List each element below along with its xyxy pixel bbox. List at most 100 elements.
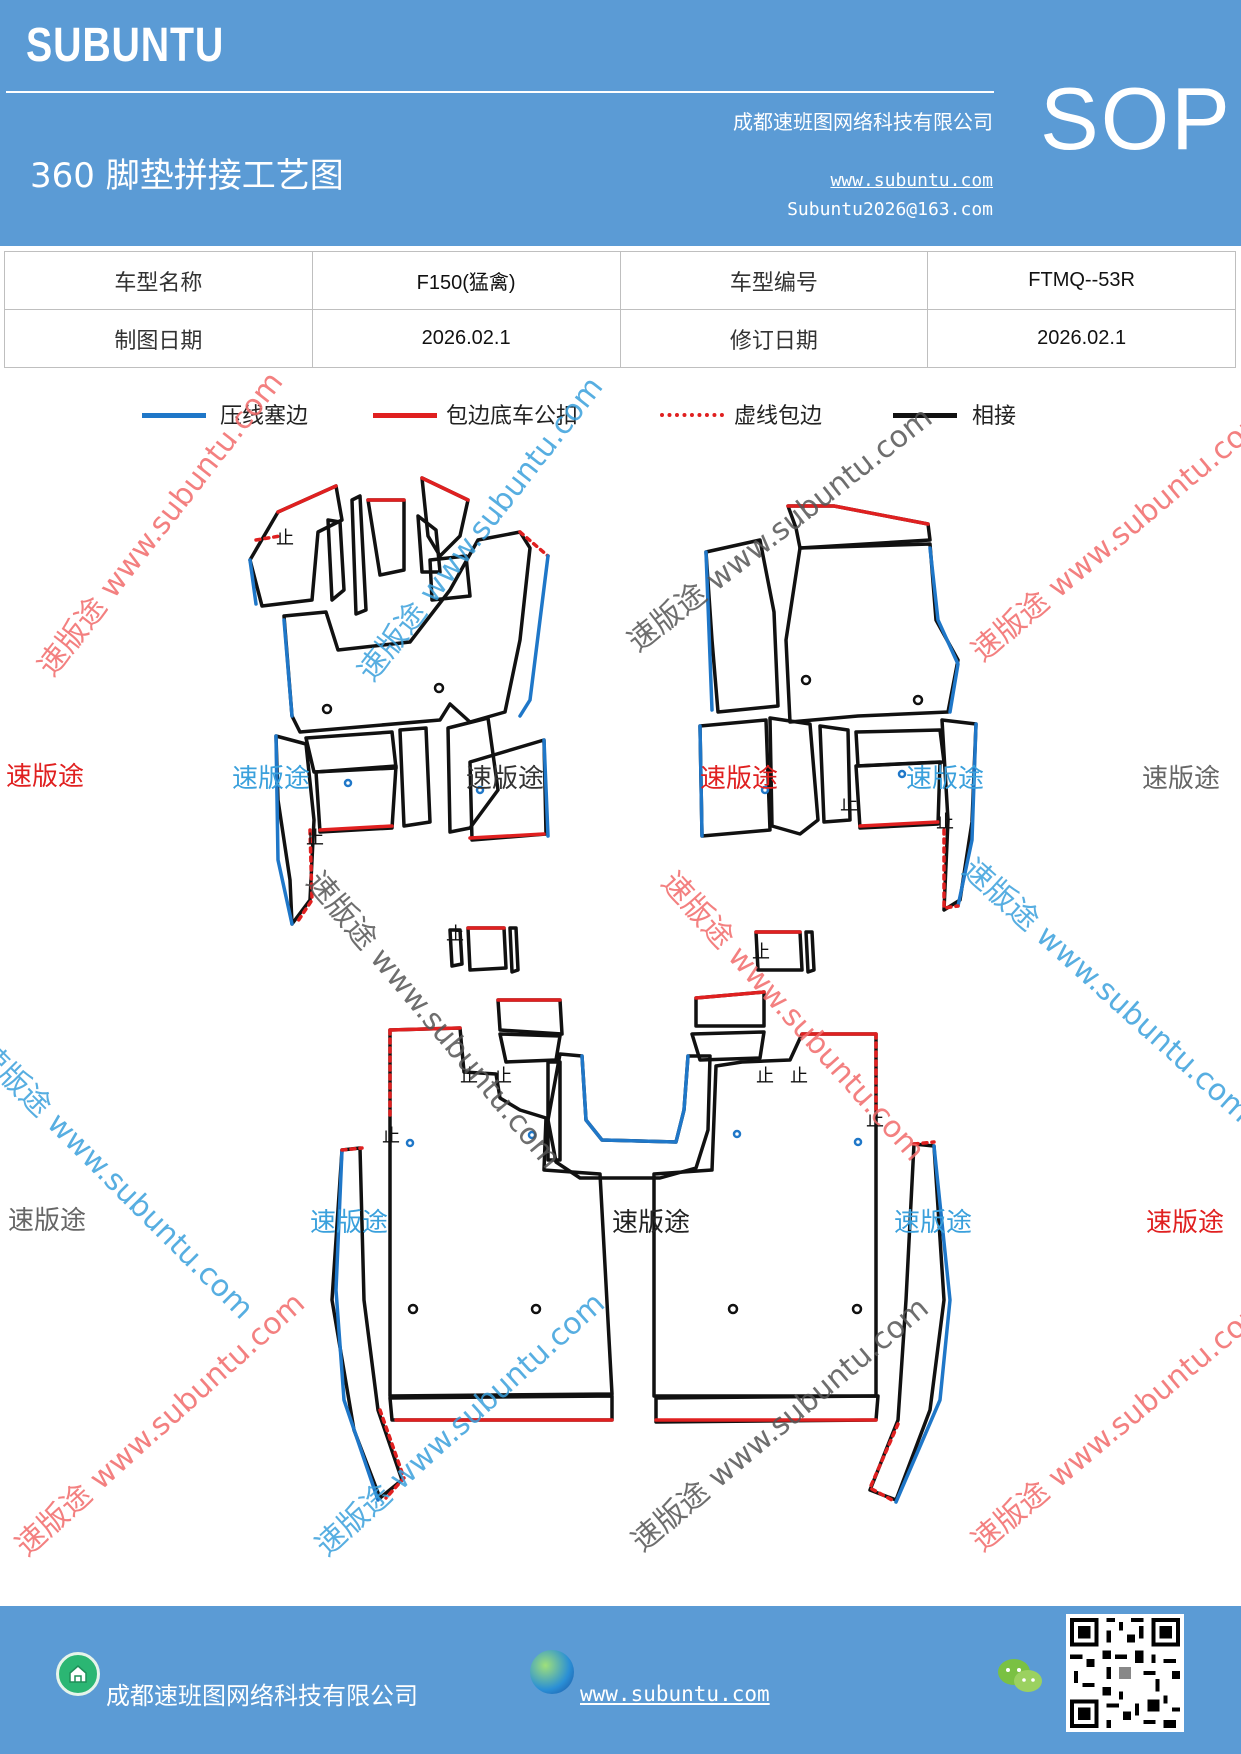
footer-company-name: 成都速班图网络科技有限公司 xyxy=(106,1682,418,1710)
edge-blue xyxy=(248,558,258,606)
mat-piece xyxy=(498,1032,562,1064)
mat-piece xyxy=(546,1060,562,1162)
legend-label-dotted: 虚线包边 xyxy=(734,404,823,429)
hole xyxy=(530,1303,542,1315)
mat-piece xyxy=(468,738,548,842)
mat-piece xyxy=(804,930,816,974)
clip xyxy=(475,785,485,795)
stop-mark: 止 xyxy=(276,528,294,549)
edge-blue xyxy=(518,554,550,718)
mat-piece xyxy=(398,726,432,828)
upper-left-mat-group xyxy=(248,476,550,926)
edge-blue xyxy=(704,550,714,712)
lower-mat-group xyxy=(330,926,952,1504)
mat-piece xyxy=(698,718,772,838)
website-link[interactable]: www.subuntu.com xyxy=(830,170,993,191)
edge-blue xyxy=(894,1144,952,1504)
table-row: 制图日期 2026.02.1 修订日期 2026.02.1 xyxy=(4,309,1236,368)
edge-red-dotted xyxy=(518,530,550,558)
hole xyxy=(433,682,445,694)
mat-piece xyxy=(416,514,442,574)
sop-badge: SOP xyxy=(1040,69,1232,168)
hole xyxy=(727,1303,739,1315)
legend-swatch-blue xyxy=(142,413,206,418)
mat-piece xyxy=(704,538,780,714)
mat-piece xyxy=(690,1030,766,1062)
model-name-label: 车型名称 xyxy=(4,251,313,310)
stop-mark: 止 xyxy=(840,794,858,815)
edge-blue xyxy=(542,738,550,838)
company-name: 成都速班图网络科技有限公司 xyxy=(733,110,993,134)
page-footer: 成都速班图网络科技有限公司 www.subuntu.com xyxy=(0,1606,1241,1754)
edge-blue xyxy=(282,618,294,718)
header-divider xyxy=(6,91,994,93)
edge-blue xyxy=(580,1054,690,1144)
brand-logo: SUBUNTU xyxy=(26,19,225,72)
home-icon xyxy=(56,1652,100,1696)
mat-piece xyxy=(508,926,520,974)
stop-mark: 止 xyxy=(936,812,954,833)
edge-red-dotted xyxy=(868,1422,900,1502)
mat-piece xyxy=(446,716,500,834)
edge-red xyxy=(694,990,766,1000)
mat-piece xyxy=(496,998,564,1036)
edge-red xyxy=(786,504,930,526)
mat-piece xyxy=(654,1394,880,1424)
wechat-icon[interactable] xyxy=(996,1656,1044,1696)
mat-piece xyxy=(282,530,532,734)
stop-mark: 止 xyxy=(460,1066,478,1087)
edge-red xyxy=(318,824,394,832)
mat-piece xyxy=(768,716,820,836)
legend: 压线塞边 包边底车公扣 虚线包边 相接 xyxy=(0,398,1241,438)
legend-label-wrap: 包边底车公扣 xyxy=(446,404,579,429)
stop-mark: 止 xyxy=(382,1126,400,1147)
legend-label-join: 相接 xyxy=(972,404,1017,429)
stop-marks: 止 止 止 止 止 止 止 止 止 止 止 止 xyxy=(276,528,954,1147)
edge-red xyxy=(388,1026,462,1032)
mat-piece xyxy=(388,1026,614,1398)
mat-piece xyxy=(818,724,852,824)
hole xyxy=(407,1303,419,1315)
clip xyxy=(732,1129,742,1139)
mat-piece xyxy=(314,764,398,834)
edge-red-dotted xyxy=(912,1140,936,1146)
legend-swatch-black xyxy=(893,413,957,418)
stop-mark: 止 xyxy=(866,1110,884,1131)
draw-date-label: 制图日期 xyxy=(4,309,313,368)
globe-icon xyxy=(530,1650,574,1694)
stop-mark: 止 xyxy=(752,942,770,963)
edge-red-dotted xyxy=(942,828,960,910)
edge-red-dotted xyxy=(254,534,282,542)
clip xyxy=(405,1138,415,1148)
mat-piece xyxy=(854,728,946,768)
edge-blue xyxy=(274,734,294,926)
mat-piece xyxy=(274,734,316,926)
edge-blue xyxy=(928,546,960,714)
model-code-value: FTMQ--53R xyxy=(927,251,1236,310)
mat-piece xyxy=(366,498,406,577)
stop-mark: 止 xyxy=(446,924,464,945)
edge-red xyxy=(420,476,470,502)
edge-blue xyxy=(698,724,704,838)
footer-website-link[interactable]: www.subuntu.com xyxy=(580,1682,770,1706)
clip xyxy=(527,1130,537,1140)
mat-piece xyxy=(428,554,472,602)
mat-piece xyxy=(326,518,346,602)
page-title: 360 脚垫拼接工艺图 xyxy=(30,156,344,196)
mat-piece xyxy=(868,1142,946,1502)
hole xyxy=(851,1303,863,1315)
clip xyxy=(853,1137,863,1147)
contact-email[interactable]: Subuntu2026@163.com xyxy=(787,199,993,220)
legend-swatch-red-dotted xyxy=(660,413,724,417)
qr-code[interactable] xyxy=(1066,1614,1184,1732)
mat-piece xyxy=(388,1394,614,1422)
legend-swatch-red xyxy=(373,413,437,418)
mat-piece xyxy=(350,494,368,616)
clip xyxy=(760,785,770,795)
edge-blue xyxy=(334,1148,380,1502)
model-code-label: 车型编号 xyxy=(619,251,929,310)
stop-mark: 止 xyxy=(306,828,324,849)
stop-mark: 止 xyxy=(756,1066,774,1087)
mat-piece xyxy=(466,926,508,972)
vehicle-info-table: 车型名称 F150(猛禽) 车型编号 FTMQ--53R 制图日期 2026.0… xyxy=(4,251,1236,368)
